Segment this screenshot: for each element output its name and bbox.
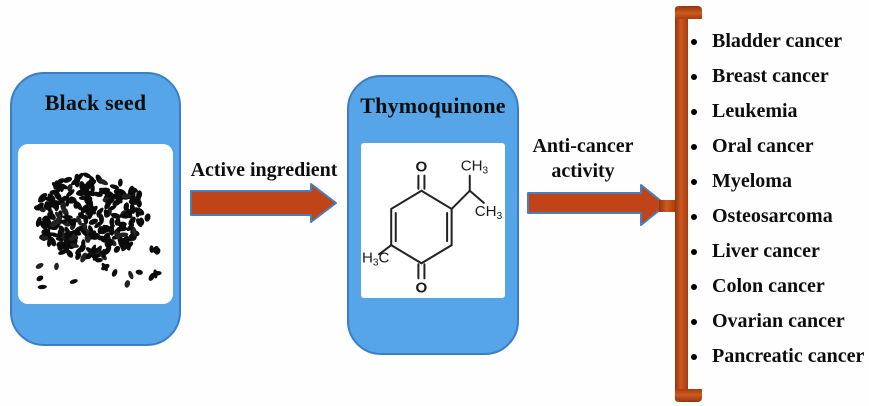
list-item: Myeloma: [688, 164, 868, 199]
oxygen-top-label: O: [416, 159, 428, 176]
black-seeds-image: [18, 144, 173, 304]
methyl-label: H3C: [362, 249, 390, 268]
oxygen-bottom-label: O: [416, 280, 428, 297]
list-item: Oral cancer: [688, 129, 868, 164]
list-item: Leukemia: [688, 94, 868, 129]
cancer-list: Bladder cancer Breast cancer Leukemia Or…: [688, 24, 868, 374]
isopropyl-right-methyl-label: CH3: [475, 203, 503, 222]
anti-cancer-label-line1: Anti-cancer: [532, 135, 634, 157]
active-ingredient-label: Active ingredient: [190, 159, 338, 181]
anti-cancer-label: Anti-cancer activity: [520, 134, 646, 184]
bracket: [675, 6, 688, 402]
list-item: Breast cancer: [688, 59, 868, 94]
black-seed-title: Black seed: [44, 90, 147, 115]
thymoquinone-structure-drawing: O O CH3 CH3 H3C: [362, 158, 503, 297]
black-seed-card: Black seed: [10, 72, 181, 346]
list-item: Liver cancer: [688, 234, 868, 269]
list-item: Bladder cancer: [688, 24, 868, 59]
list-item: Ovarian cancer: [688, 304, 868, 339]
thymoquinone-title: Thymoquinone: [360, 93, 506, 118]
thymoquinone-structure: O O CH3 CH3 H3C: [361, 143, 505, 298]
list-item: Osteosarcoma: [688, 199, 868, 234]
anti-cancer-label-line2: activity: [551, 160, 615, 182]
bracket-bottom-cap: [675, 389, 702, 402]
active-ingredient-arrow-icon: [190, 183, 337, 223]
bracket-top-cap: [675, 6, 702, 19]
black-seeds-pile-icon: [33, 172, 162, 290]
isopropyl-top-methyl-label: CH3: [461, 158, 489, 177]
anti-cancer-arrow-icon: [527, 184, 667, 226]
list-item: Colon cancer: [688, 269, 868, 304]
bracket-connector: [659, 200, 676, 212]
list-item: Pancreatic cancer: [688, 339, 868, 374]
thymoquinone-card: Thymoquinone O O CH3: [347, 75, 519, 355]
